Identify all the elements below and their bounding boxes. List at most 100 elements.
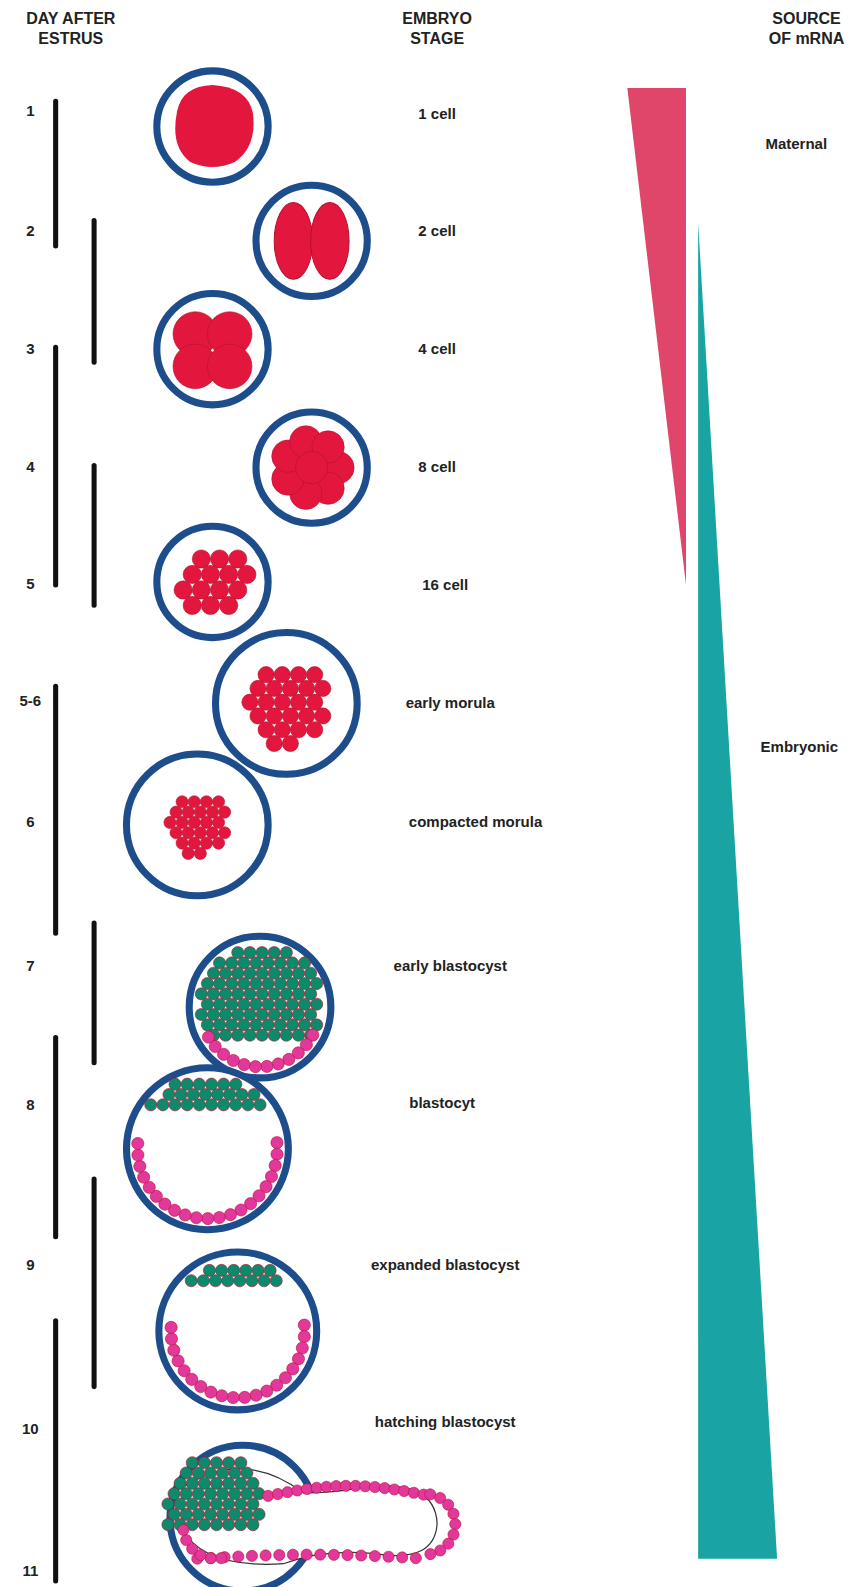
cell bbox=[450, 1519, 461, 1530]
cell bbox=[307, 667, 323, 683]
cell bbox=[269, 1159, 281, 1171]
cell bbox=[389, 1484, 400, 1495]
cell bbox=[222, 1275, 234, 1287]
cell bbox=[271, 1148, 283, 1160]
day-number: 4 bbox=[26, 458, 34, 476]
zona-pellucida bbox=[126, 754, 268, 896]
cell bbox=[192, 581, 210, 599]
cell bbox=[229, 581, 247, 599]
cell bbox=[315, 1549, 326, 1560]
cell bbox=[397, 1552, 408, 1563]
cell bbox=[307, 722, 323, 738]
cell bbox=[227, 1392, 239, 1404]
day-bars bbox=[56, 101, 94, 1581]
column-heading: EMBRYO STAGE bbox=[392, 9, 482, 47]
cell bbox=[185, 1275, 197, 1287]
cell bbox=[238, 565, 256, 583]
cell bbox=[425, 1489, 436, 1500]
zona-pellucida bbox=[216, 633, 358, 775]
cell bbox=[263, 1490, 274, 1501]
cell bbox=[250, 680, 266, 696]
cell bbox=[250, 1389, 262, 1401]
cell bbox=[220, 565, 238, 583]
cell bbox=[165, 1321, 177, 1333]
day-number: 6 bbox=[26, 813, 34, 831]
column-heading: DAY AFTER ESTRUS bbox=[18, 9, 123, 47]
cell bbox=[242, 694, 258, 710]
cell bbox=[182, 847, 194, 859]
day-number: 3 bbox=[26, 340, 34, 358]
cell bbox=[315, 708, 331, 724]
cell bbox=[212, 837, 224, 849]
embryonic-wedge bbox=[698, 223, 777, 1559]
cell bbox=[435, 1545, 446, 1556]
cell bbox=[282, 1487, 293, 1498]
cell bbox=[268, 1029, 280, 1041]
cell bbox=[301, 1549, 312, 1560]
cell bbox=[202, 1031, 214, 1043]
cell bbox=[274, 1549, 285, 1560]
cell bbox=[202, 1213, 214, 1225]
cell bbox=[220, 596, 238, 614]
cell bbox=[201, 565, 219, 583]
cell bbox=[213, 1211, 225, 1223]
hatching-outline bbox=[182, 1469, 437, 1565]
cell bbox=[290, 667, 306, 683]
cell bbox=[234, 1275, 246, 1287]
cell bbox=[205, 1552, 216, 1563]
cell bbox=[198, 1519, 210, 1531]
source-label: Embryonic bbox=[761, 738, 839, 756]
cell bbox=[216, 1390, 228, 1402]
cell bbox=[266, 708, 282, 724]
cell bbox=[298, 708, 314, 724]
cell bbox=[272, 1488, 283, 1499]
cell bbox=[274, 667, 290, 683]
cell bbox=[244, 1029, 256, 1041]
cell bbox=[260, 1550, 271, 1561]
cell bbox=[399, 1485, 410, 1496]
cell bbox=[315, 680, 331, 696]
stage-label: 2 cell bbox=[418, 222, 456, 240]
maternal-wedge bbox=[627, 88, 686, 585]
cell bbox=[258, 1275, 270, 1287]
day-number: 5 bbox=[26, 575, 34, 593]
cell bbox=[266, 680, 282, 696]
cell bbox=[174, 581, 192, 599]
cell bbox=[290, 694, 306, 710]
cell bbox=[145, 1099, 157, 1111]
cell bbox=[190, 1212, 202, 1224]
cell bbox=[210, 1519, 222, 1531]
column-heading: SOURCE OF mRNA bbox=[759, 9, 854, 47]
cell bbox=[201, 596, 219, 614]
cell bbox=[280, 1029, 292, 1041]
day-number: 7 bbox=[26, 957, 34, 975]
cell bbox=[238, 1059, 250, 1071]
cell bbox=[311, 202, 349, 279]
cell bbox=[311, 1482, 322, 1493]
cell bbox=[168, 1344, 180, 1356]
cell bbox=[138, 1171, 150, 1183]
cell bbox=[175, 85, 253, 167]
cell bbox=[218, 1099, 230, 1111]
cell bbox=[258, 694, 274, 710]
cell bbox=[207, 344, 252, 389]
cell bbox=[369, 1551, 380, 1562]
cell bbox=[328, 1549, 339, 1560]
zona-pellucida bbox=[189, 936, 331, 1078]
cell bbox=[448, 1508, 459, 1519]
cell bbox=[270, 1275, 282, 1287]
cell bbox=[342, 1550, 353, 1561]
cell bbox=[247, 1519, 259, 1531]
cell bbox=[307, 694, 323, 710]
cell bbox=[250, 708, 266, 724]
cell bbox=[210, 550, 228, 568]
cell bbox=[193, 1099, 205, 1111]
cell bbox=[169, 1099, 181, 1111]
stage-label: 16 cell bbox=[422, 576, 468, 594]
stage-label: compacted morula bbox=[409, 813, 542, 831]
cell bbox=[292, 1485, 303, 1496]
cell bbox=[239, 1391, 251, 1403]
cell bbox=[205, 1553, 216, 1564]
source-label: Maternal bbox=[765, 135, 827, 153]
cell bbox=[246, 1550, 257, 1561]
